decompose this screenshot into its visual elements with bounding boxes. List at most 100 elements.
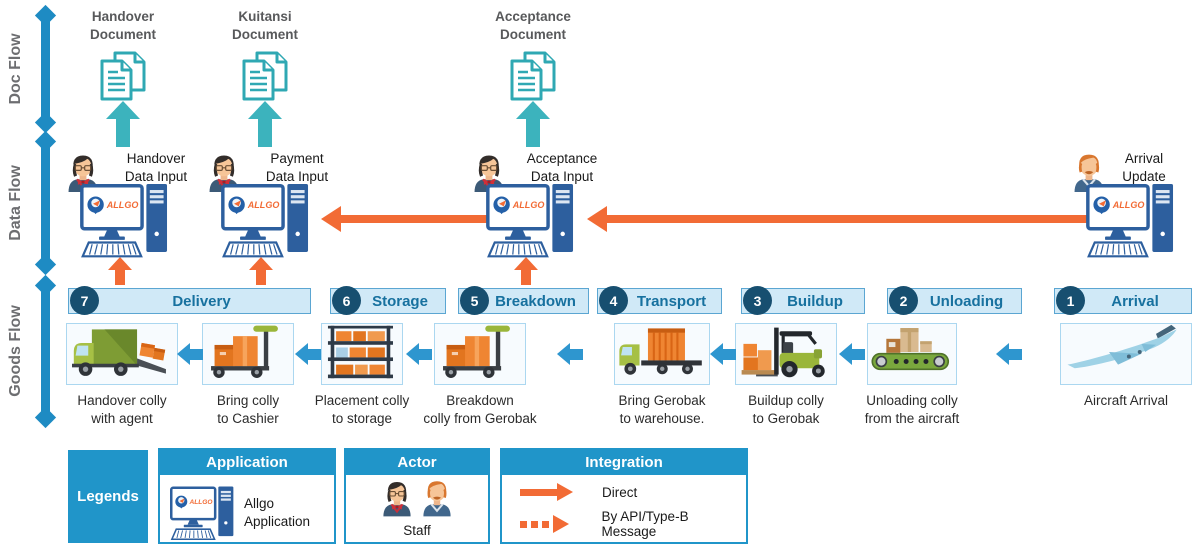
legend-actor-header: Actor	[346, 450, 488, 475]
data-flow-lane-bar	[34, 130, 57, 276]
step-title: Breakdown	[495, 292, 576, 310]
legends-title-box: Legends	[68, 450, 148, 543]
svg-text:ALLGO: ALLGO	[512, 200, 545, 210]
flatbed-truck-icon	[616, 324, 708, 385]
flow-left-arrow-icon	[294, 343, 321, 365]
legend-integration-header: Integration	[502, 450, 746, 475]
integration-legend-label: By API/Type-B Message	[601, 509, 689, 539]
storage-rack-icon	[324, 324, 400, 385]
doc-flow-lane-bar	[34, 4, 57, 134]
data-station-label: Payment Data Input	[265, 151, 329, 184]
solid-arrow-icon	[520, 482, 582, 501]
svg-text:ALLGO: ALLGO	[188, 499, 212, 506]
goods-item-caption: Bring Gerobak to warehouse.	[618, 393, 706, 426]
teal-up-arrow-icon	[248, 101, 282, 147]
goods-item-caption: Aircraft Arrival	[1083, 393, 1168, 408]
goods-item-box	[202, 323, 294, 385]
step-number-badge: 6	[332, 286, 361, 315]
goods-item-caption: Unloading colly from the aircraft	[864, 393, 960, 426]
goods-step-header: 4 Transport	[597, 286, 722, 315]
dashed-arrow-icon	[520, 515, 582, 533]
legend-actor-panel: Actor Staff	[344, 448, 490, 544]
goods-item-box	[434, 323, 526, 385]
step-title: Unloading	[929, 292, 1004, 310]
goods-item-caption: Bring colly to Cashier	[216, 393, 280, 426]
legend-application-label: Allgo Application	[244, 495, 311, 529]
direct-integration-arrow	[321, 206, 491, 232]
step-title: Buildup	[787, 292, 843, 310]
diamond-end-icon	[34, 253, 57, 276]
flow-left-arrow-icon	[709, 343, 736, 365]
delivery-truck-icon	[69, 324, 175, 385]
svg-text:ALLGO: ALLGO	[106, 200, 139, 210]
step-title: Storage	[372, 292, 428, 310]
doc-label: Handover Document	[89, 9, 156, 42]
step-title: Transport	[636, 292, 707, 310]
goods-step-header: 1 Arrival	[1054, 286, 1192, 315]
goods-step-header: 7 Delivery	[68, 286, 311, 315]
flow-left-arrow-icon	[995, 343, 1022, 365]
goods-item-box	[614, 323, 710, 385]
teal-up-arrow-icon	[106, 101, 140, 147]
orange-up-arrow-icon	[108, 257, 132, 285]
allgo-computer-icon: ALLGO	[170, 486, 234, 541]
goods-item-box	[321, 323, 403, 385]
allgo-computer-icon: ALLGO	[221, 184, 309, 258]
documents-icon	[97, 50, 149, 102]
flow-left-arrow-icon	[557, 343, 583, 365]
female-staff-icon	[381, 479, 413, 522]
step-number-badge: 3	[743, 286, 772, 315]
allgo-computer-icon: ALLGO	[486, 184, 574, 258]
orange-up-arrow-icon	[249, 257, 273, 285]
documents-icon	[239, 50, 291, 102]
goods-item-caption: Placement colly to storage	[314, 393, 410, 426]
goods-item-box	[1060, 323, 1192, 385]
goods-step-header: 3 Buildup	[741, 286, 865, 315]
flow-left-arrow-icon	[177, 343, 203, 365]
data-flow-lane-label: Data Flow	[7, 165, 24, 241]
goods-item-box	[867, 323, 957, 385]
svg-text:ALLGO: ALLGO	[1112, 200, 1145, 210]
step-number-badge: 7	[70, 286, 99, 315]
documents-icon	[507, 50, 559, 102]
goods-step-header: 5 Breakdown	[458, 286, 589, 315]
legend-actor-label: Staff	[403, 522, 431, 538]
goods-step-header: 6 Storage	[330, 286, 446, 315]
airplane-icon	[1063, 324, 1189, 385]
goods-item-box	[66, 323, 178, 385]
direct-integration-arrow	[587, 206, 1089, 232]
goods-item-caption: Handover colly with agent	[77, 393, 167, 426]
trolley-icon	[204, 324, 292, 385]
data-station-label: Acceptance Data Input	[526, 151, 598, 184]
goods-flow-lane-label: Goods Flow	[7, 305, 24, 397]
trolley-icon	[436, 324, 524, 385]
svg-text:ALLGO: ALLGO	[247, 200, 280, 210]
step-title: Delivery	[172, 292, 231, 310]
data-station-label: Arrival Update	[1122, 151, 1166, 184]
integration-legend-row: Direct	[502, 477, 746, 507]
teal-up-arrow-icon	[516, 101, 550, 147]
doc-flow-lane-label: Doc Flow	[7, 33, 24, 105]
step-number-badge: 1	[1056, 286, 1085, 315]
flow-left-arrow-icon	[839, 343, 865, 365]
data-station-label: Handover Data Input	[124, 151, 188, 184]
conveyor-icon	[869, 324, 955, 385]
allgo-computer-icon: ALLGO	[80, 184, 168, 258]
legends-title: Legends	[77, 488, 139, 505]
orange-up-arrow-icon	[514, 257, 538, 285]
goods-item-box	[735, 323, 837, 385]
doc-label: Kuitansi Document	[231, 9, 298, 42]
diamond-end-icon	[34, 406, 57, 429]
integration-legend-row: By API/Type-B Message	[502, 509, 746, 539]
male-staff-icon	[421, 479, 453, 522]
step-number-badge: 5	[460, 286, 489, 315]
step-number-badge: 4	[599, 286, 628, 315]
goods-item-caption: Breakdown colly from Gerobak	[423, 393, 537, 426]
doc-label: Acceptance Document	[495, 9, 571, 42]
step-title: Arrival	[1111, 292, 1159, 310]
forklift-icon	[738, 324, 834, 385]
step-number-badge: 2	[889, 286, 918, 315]
goods-flow-lane-bar	[34, 274, 57, 429]
